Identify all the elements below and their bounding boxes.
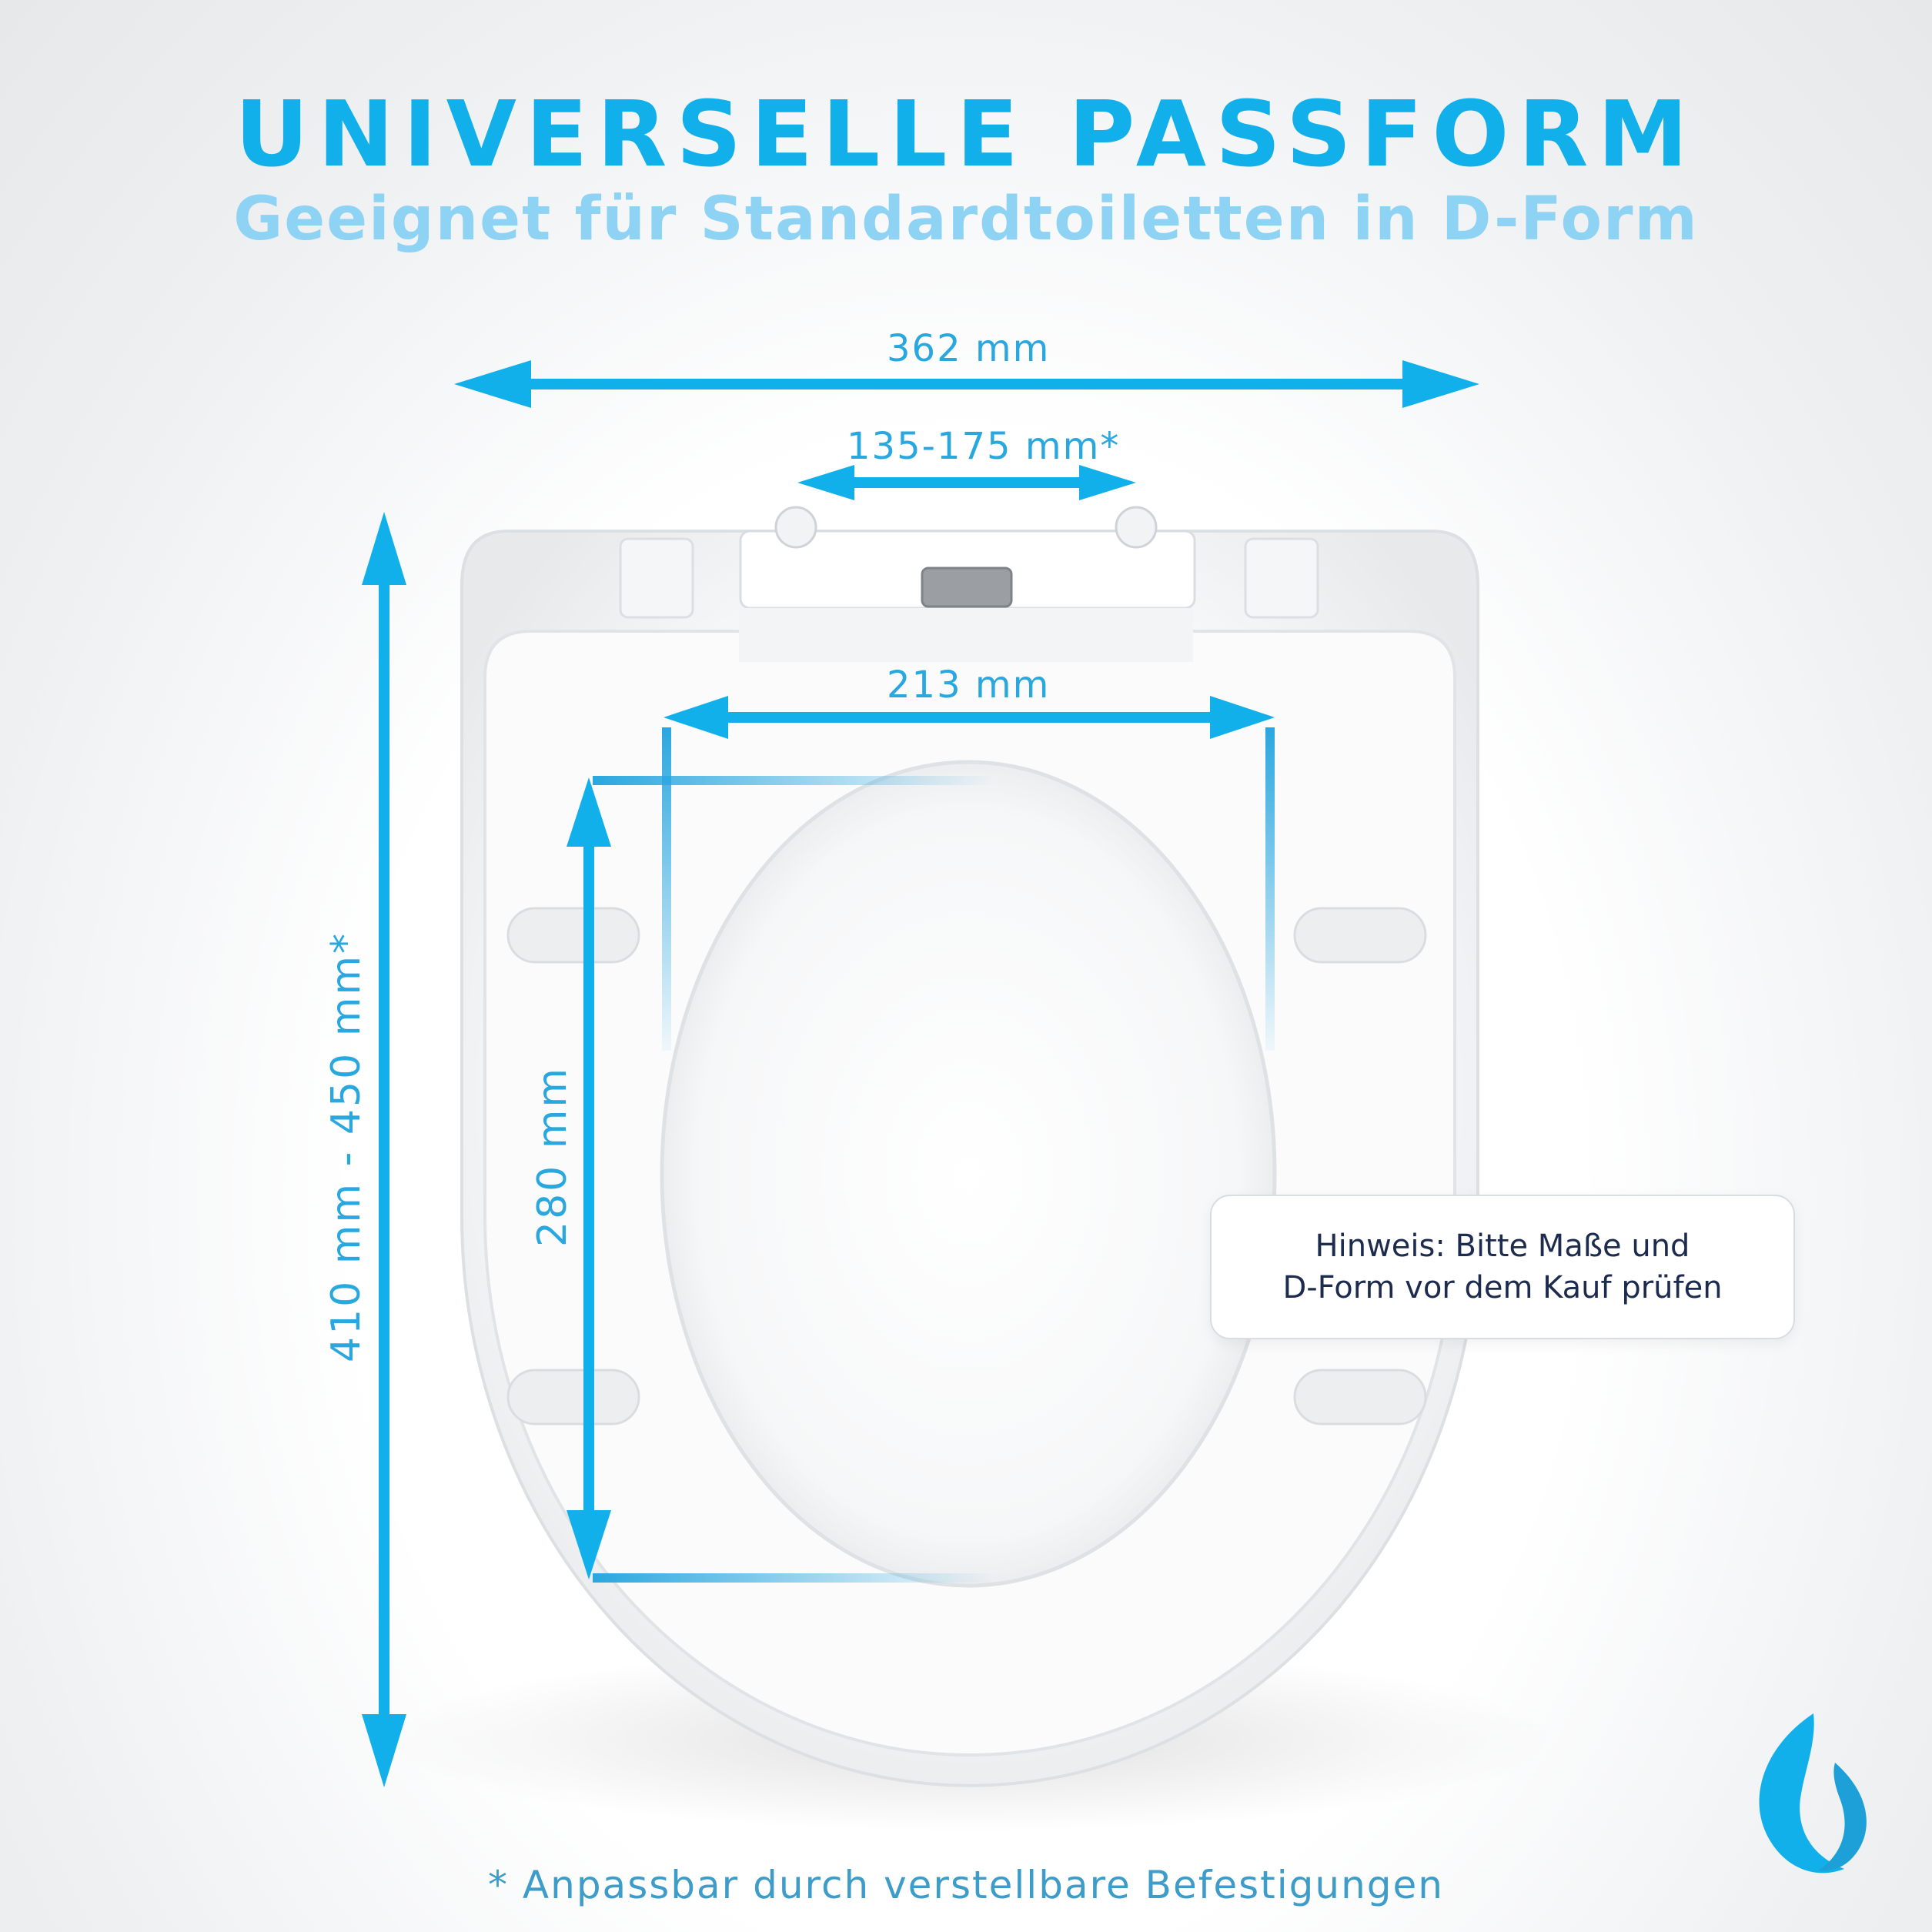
page-title: UNIVERSELLE PASSFORM [235, 81, 1697, 187]
hint-line-1: Hinweis: Bitte Maße und [1315, 1228, 1690, 1264]
inner-width-extension-right [1265, 727, 1275, 1051]
inner-length-arrow [567, 777, 611, 1579]
soft-close-button [921, 567, 1013, 608]
hinge-spacing-arrow [797, 465, 1136, 500]
inner-width-extension-left [662, 727, 671, 1051]
inner-width-arrow [663, 696, 1275, 739]
length-label: 410 mm - 450 mm* [323, 931, 369, 1362]
inner-length-extension-top [593, 776, 993, 785]
inner-length-label: 280 mm [530, 1065, 576, 1247]
width-arrow [454, 360, 1479, 408]
water-drop-logo-icon [1759, 1713, 1867, 1874]
page-subtitle: Geeignet für Standardtoiletten in D-Form [233, 185, 1699, 254]
inner-width-label: 213 mm [887, 663, 1051, 707]
inner-length-extension-bottom [593, 1573, 993, 1583]
width-label: 362 mm [887, 327, 1051, 370]
length-arrow [362, 512, 406, 1787]
footnote: * Anpassbar durch verstellbare Befestigu… [488, 1863, 1444, 1907]
hint-box: Hinweis: Bitte Maße und D-Form vor dem K… [1210, 1195, 1795, 1339]
hinge-spacing-label: 135-175 mm* [847, 425, 1121, 468]
seat-opening [660, 760, 1277, 1588]
hint-line-2: D-Form vor dem Kauf prüfen [1282, 1270, 1723, 1305]
